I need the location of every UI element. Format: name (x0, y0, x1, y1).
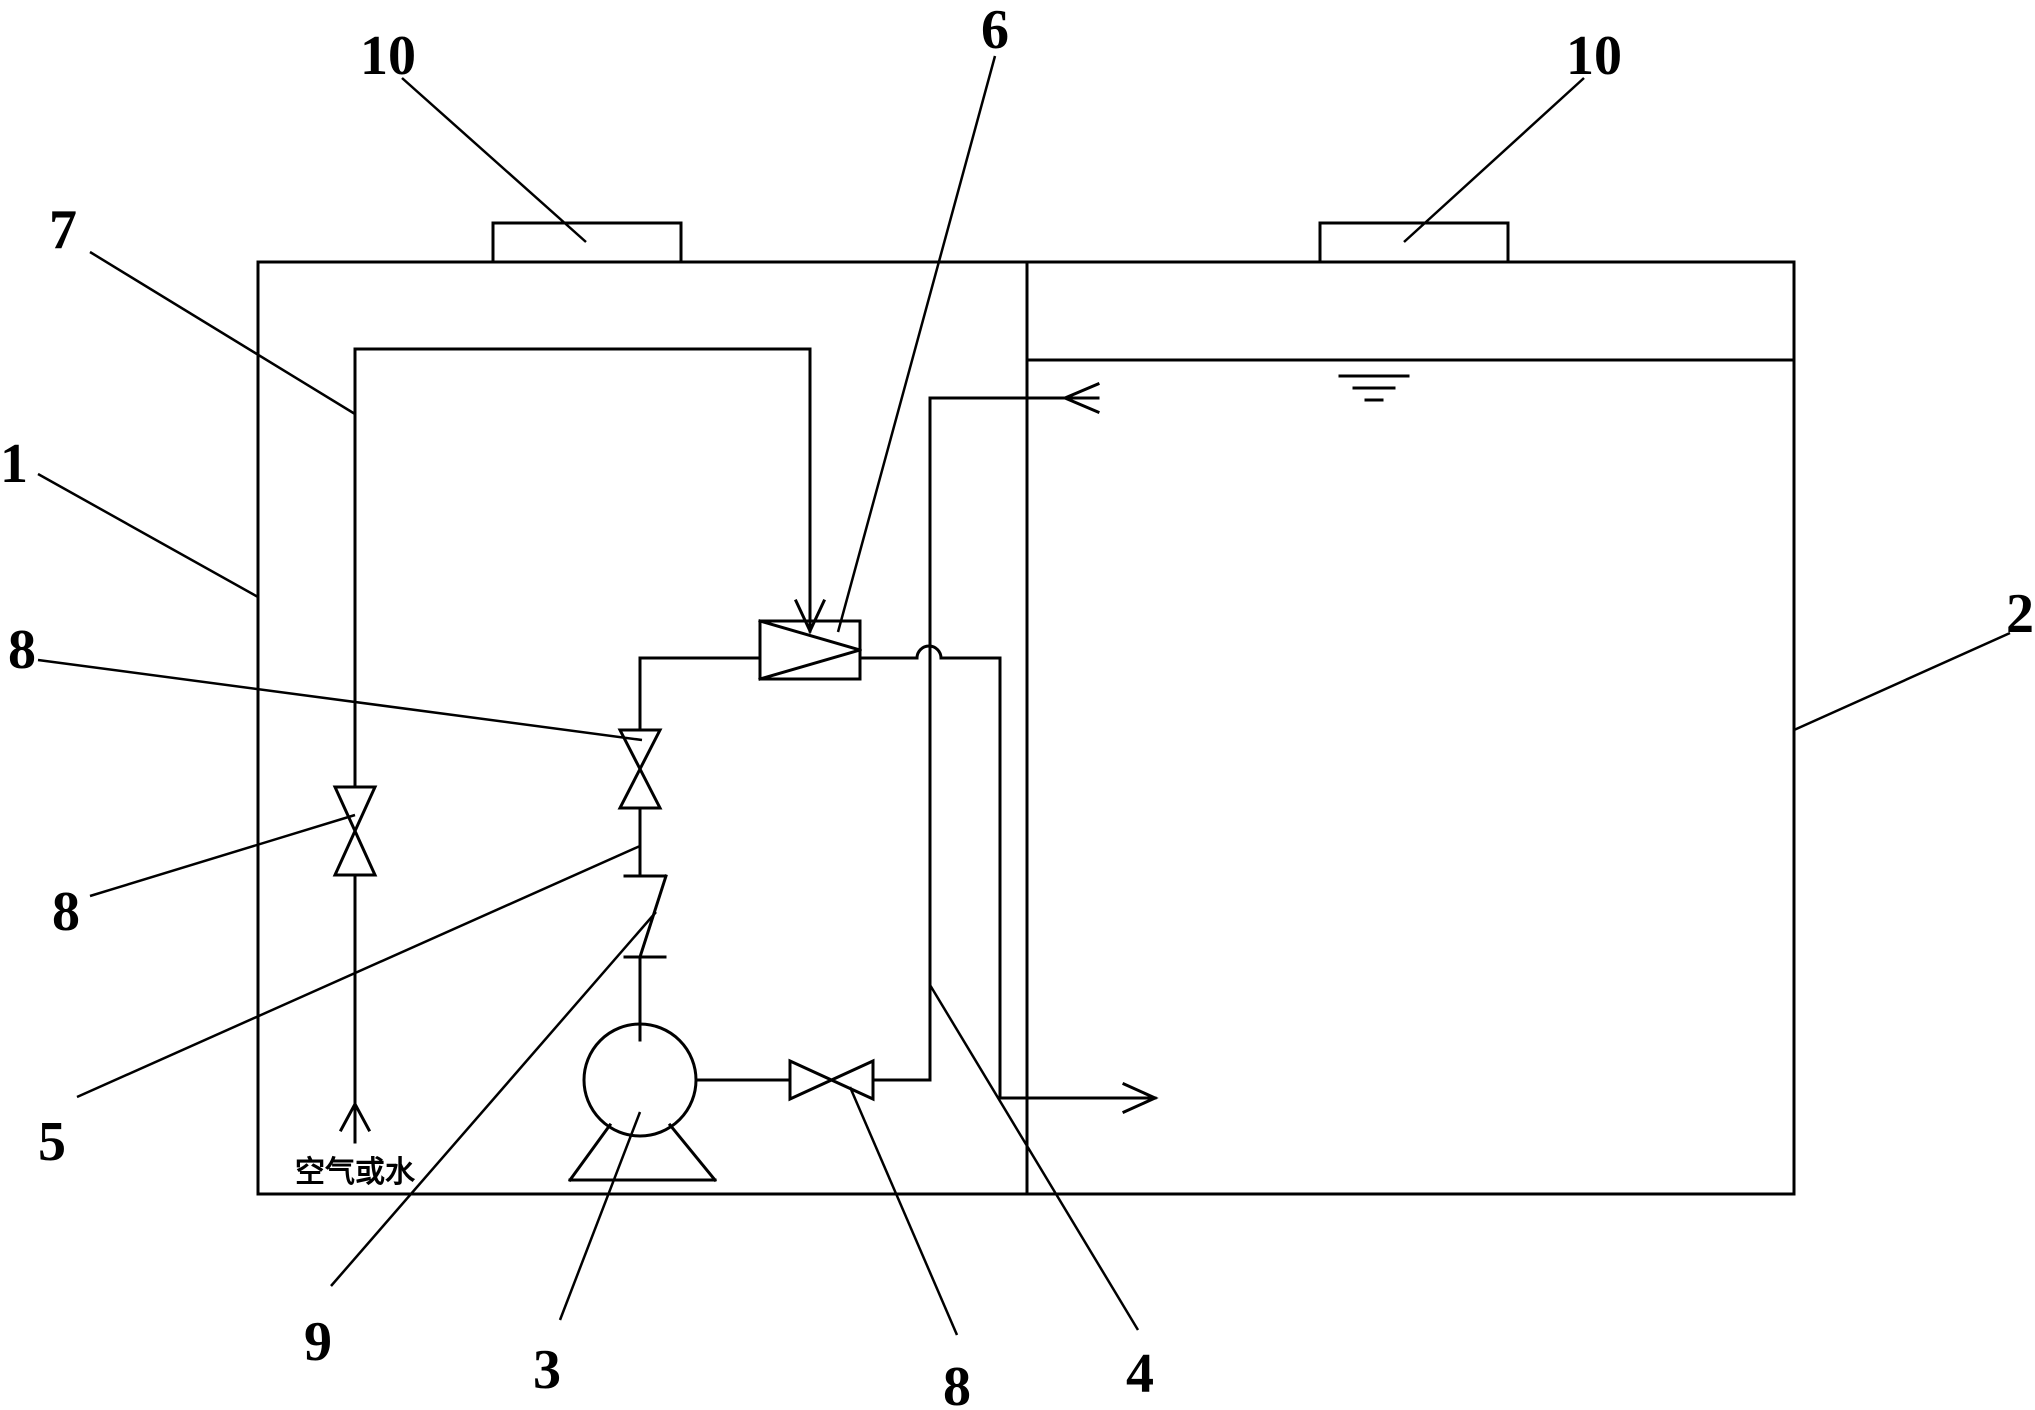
return-pipe (871, 382, 1100, 1082)
label-reservoir-left: 1 (0, 433, 28, 495)
label-valve-upper: 8 (8, 619, 36, 681)
ejector-outlet-pipe (858, 644, 1159, 1114)
valve-inlet (332, 785, 378, 877)
arrow-down-icon (794, 599, 826, 635)
arrow-up-icon (338, 1100, 372, 1133)
label-return-pipe: 4 (1126, 1343, 1154, 1405)
label-lid-right: 10 (1566, 25, 1622, 87)
tank-outline (256, 260, 1796, 1196)
inlet-caption: 空气或水 (295, 1155, 416, 1190)
label-check-valve-pipe: 5 (38, 1111, 66, 1173)
arrow-right-icon (1122, 1082, 1159, 1114)
pump (567, 1022, 792, 1183)
leader-lines (37, 55, 2011, 1336)
lid-right (1318, 221, 1510, 264)
label-valve-left: 8 (52, 881, 80, 943)
valve-suction (788, 1058, 875, 1102)
water-surface-symbol (1338, 374, 1410, 402)
label-ejector: 6 (981, 0, 1009, 61)
ejector (758, 619, 862, 681)
label-check-valve: 9 (304, 1311, 332, 1373)
label-tank-right: 2 (2006, 583, 2034, 645)
valve-discharge (617, 728, 663, 810)
lid-left (491, 221, 683, 264)
inlet-pipe (338, 347, 826, 1144)
label-inlet-pipe: 7 (49, 199, 77, 261)
pump-discharge-pipe (617, 656, 762, 1042)
arrow-left-icon (1061, 382, 1100, 414)
label-pump: 3 (533, 1339, 561, 1401)
label-lid-left: 10 (360, 25, 416, 87)
label-valve-bottom: 8 (943, 1356, 971, 1410)
